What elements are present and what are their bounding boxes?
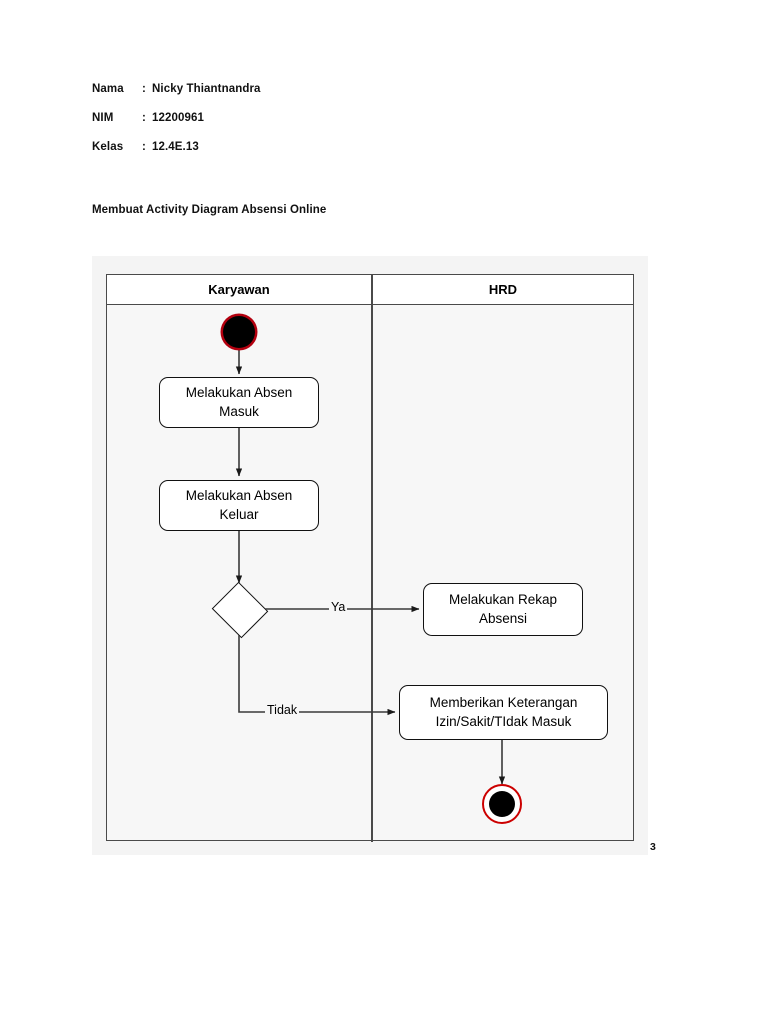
edge-label-tidak: Tidak <box>265 703 300 717</box>
meta-separator-kelas: : <box>142 141 146 153</box>
swimlane-header-karyawan: Karyawan <box>208 282 270 297</box>
swimlane-header-hrd: HRD <box>488 282 518 297</box>
meta-label-kelas: Kelas <box>92 141 124 153</box>
final-node-core <box>489 791 515 817</box>
meta-separator-nim: : <box>142 112 146 124</box>
activity-diagram-canvas: Karyawan HRD Melakukan Absen Masuk <box>92 256 648 855</box>
activity-node-absen-keluar[interactable]: Melakukan Absen Keluar <box>159 480 319 531</box>
activity-node-absen-masuk[interactable]: Melakukan Absen Masuk <box>159 377 319 428</box>
final-node <box>482 784 522 824</box>
meta-separator-nama: : <box>142 83 146 95</box>
swimlane-header-row: Karyawan HRD <box>107 275 633 305</box>
swimlane-divider <box>371 275 373 842</box>
meta-row-nim: NIM:12200961 <box>92 112 612 125</box>
meta-value-nama: Nicky Thiantnandra <box>152 83 261 95</box>
meta-row-nama: Nama: Nicky Thiantnandra <box>92 83 612 96</box>
meta-value-nim: 12200961 <box>152 112 204 124</box>
page-title: Membuat Activity Diagram Absensi Online <box>92 204 327 216</box>
activity-node-memberikan-keterangan[interactable]: Memberikan Keterangan Izin/Sakit/TIdak M… <box>399 685 608 740</box>
edge-label-ya: Ya <box>329 600 348 614</box>
meta-label-nim: NIM <box>92 112 114 124</box>
meta-label-nama: Nama <box>92 83 124 95</box>
activity-node-rekap-absensi[interactable]: Melakukan Rekap Absensi <box>423 583 583 636</box>
meta-row-kelas: Kelas:12.4E.13 <box>92 141 612 154</box>
swimlane-frame: Karyawan HRD <box>106 274 634 842</box>
document-meta-block: Nama:Nicky Thiantnandra NIM:12200961 Kel… <box>92 83 612 171</box>
initial-node <box>223 316 255 348</box>
page-number: 3 <box>650 841 656 853</box>
meta-value-kelas: 12.4E.13 <box>152 141 199 153</box>
